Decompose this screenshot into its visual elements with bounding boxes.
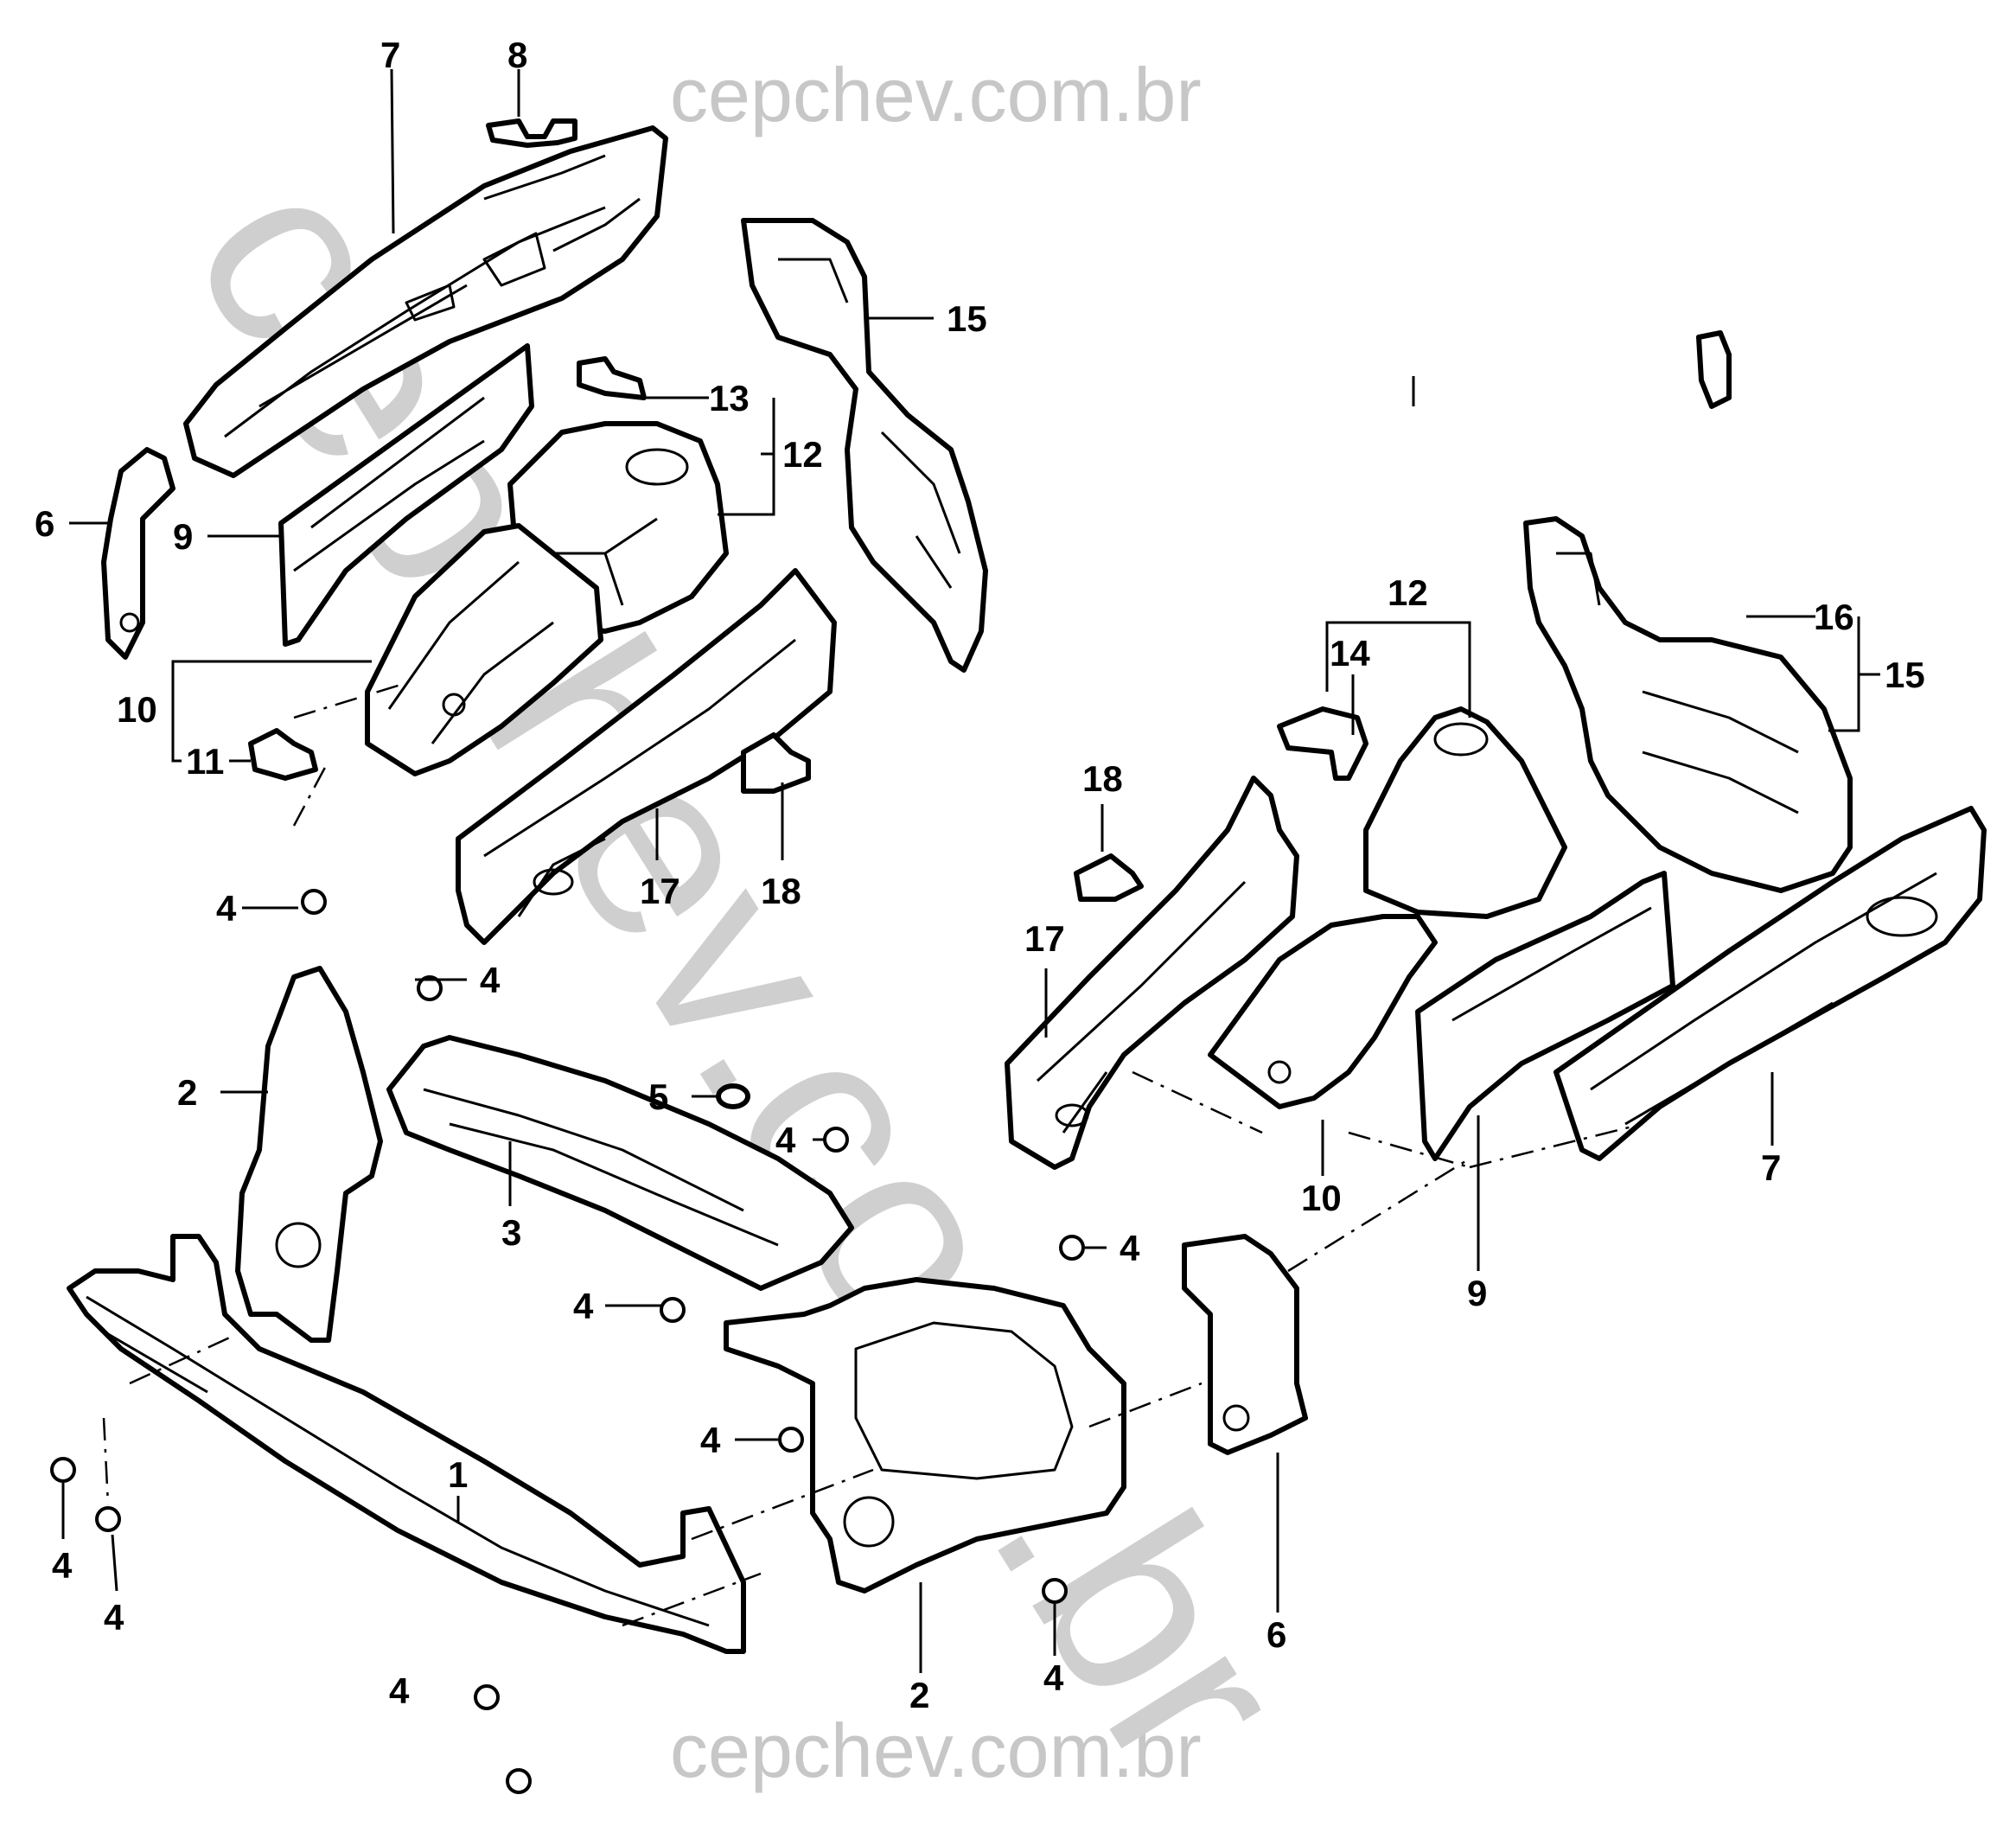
bolt-icon bbox=[95, 1506, 121, 1532]
part-5-plug bbox=[716, 1083, 750, 1109]
callout-4: 4 bbox=[480, 960, 501, 1000]
callout-16: 16 bbox=[1814, 597, 1854, 637]
callout-6: 6 bbox=[1266, 1614, 1286, 1655]
callout-11: 11 bbox=[186, 741, 224, 782]
callout-1: 1 bbox=[448, 1454, 468, 1495]
callout-4: 4 bbox=[573, 1286, 594, 1326]
callout-3: 3 bbox=[501, 1212, 521, 1253]
part-6-left-bracket bbox=[101, 447, 175, 660]
callout-7: 7 bbox=[380, 35, 400, 75]
callout-4: 4 bbox=[52, 1545, 73, 1586]
callout-2: 2 bbox=[909, 1675, 929, 1715]
callout-6: 6 bbox=[35, 503, 54, 544]
callout-15: 15 bbox=[947, 298, 987, 339]
part-16-bracket bbox=[1696, 330, 1732, 409]
part-18-right-bracket bbox=[1074, 853, 1144, 902]
callout-8: 8 bbox=[507, 35, 527, 75]
part-11-clip bbox=[248, 728, 318, 781]
callout-4: 4 bbox=[700, 1420, 721, 1460]
callout-7: 7 bbox=[1761, 1147, 1781, 1188]
callout-10: 10 bbox=[117, 689, 157, 730]
bolt-icon bbox=[506, 1768, 532, 1794]
callout-18: 18 bbox=[1082, 758, 1123, 799]
bolt-icon bbox=[1059, 1235, 1085, 1261]
bolts bbox=[50, 889, 1085, 1794]
callout-4: 4 bbox=[216, 888, 237, 929]
part-9-left-apron bbox=[278, 343, 534, 647]
callout-4: 4 bbox=[104, 1597, 124, 1638]
callout-4: 4 bbox=[775, 1120, 796, 1160]
callout-12: 12 bbox=[782, 434, 823, 475]
callouts: 7 8 15 13 12 6 9 10 11 17 18 4 4 2 5 4 4… bbox=[35, 35, 1925, 1715]
part-2-left-side-panel bbox=[235, 966, 383, 1343]
bolt-icon bbox=[474, 1684, 500, 1710]
callout-12: 12 bbox=[1388, 572, 1428, 613]
part-7-left-rail bbox=[183, 125, 668, 478]
part-9-right-apron bbox=[1415, 871, 1675, 1161]
bolt-icon bbox=[50, 1457, 76, 1483]
part-13-bracket bbox=[577, 356, 647, 400]
watermark-top: cepchev.com.br bbox=[670, 52, 1202, 137]
callout-15: 15 bbox=[1885, 655, 1925, 695]
callout-13: 13 bbox=[709, 378, 750, 418]
part-18-left-bracket bbox=[741, 732, 811, 794]
bolt-icon bbox=[660, 1297, 686, 1323]
part-17-right-frame-rail bbox=[1005, 776, 1299, 1170]
bolt-icon bbox=[823, 1127, 849, 1153]
part-1-bumper-beam bbox=[67, 1234, 746, 1654]
callout-4: 4 bbox=[389, 1670, 410, 1711]
callout-14: 14 bbox=[1330, 633, 1370, 674]
callout-18: 18 bbox=[761, 871, 801, 911]
callout-10: 10 bbox=[1301, 1178, 1342, 1218]
bolt-icon bbox=[778, 1427, 804, 1453]
watermark-bottom: cepchev.com.br bbox=[670, 1708, 1202, 1793]
alignment-lines bbox=[102, 681, 1643, 1627]
bolt-icon bbox=[1042, 1578, 1068, 1604]
callout-4: 4 bbox=[1043, 1657, 1064, 1698]
bolt-icon bbox=[417, 975, 443, 1001]
callout-17: 17 bbox=[1024, 918, 1065, 959]
part-17-left-frame-rail bbox=[456, 568, 837, 945]
callout-2: 2 bbox=[177, 1072, 197, 1113]
part-15-right-reinforcement bbox=[1523, 516, 1853, 893]
callout-9: 9 bbox=[173, 516, 193, 557]
bolt-icon bbox=[301, 889, 327, 915]
part-15-left-reinforcement bbox=[741, 218, 988, 673]
leader-lines bbox=[61, 68, 1880, 1673]
part-3-upper-tie-bar bbox=[386, 1035, 854, 1291]
part-6-right-bracket bbox=[1182, 1234, 1308, 1455]
part-2-right-side-panel bbox=[724, 1277, 1126, 1593]
callout-9: 9 bbox=[1467, 1273, 1487, 1313]
part-8-bracket bbox=[486, 118, 577, 148]
part-10-right-wheelhouse bbox=[1208, 914, 1438, 1109]
part-12-right-strut-tower bbox=[1363, 706, 1567, 919]
callout-17: 17 bbox=[640, 871, 680, 911]
part-7-right-rail bbox=[1553, 806, 1987, 1161]
part-14-bracket bbox=[1277, 706, 1368, 781]
part-10-left-wheelhouse bbox=[365, 523, 603, 776]
callout-5: 5 bbox=[648, 1076, 668, 1117]
callout-4: 4 bbox=[1120, 1228, 1140, 1268]
